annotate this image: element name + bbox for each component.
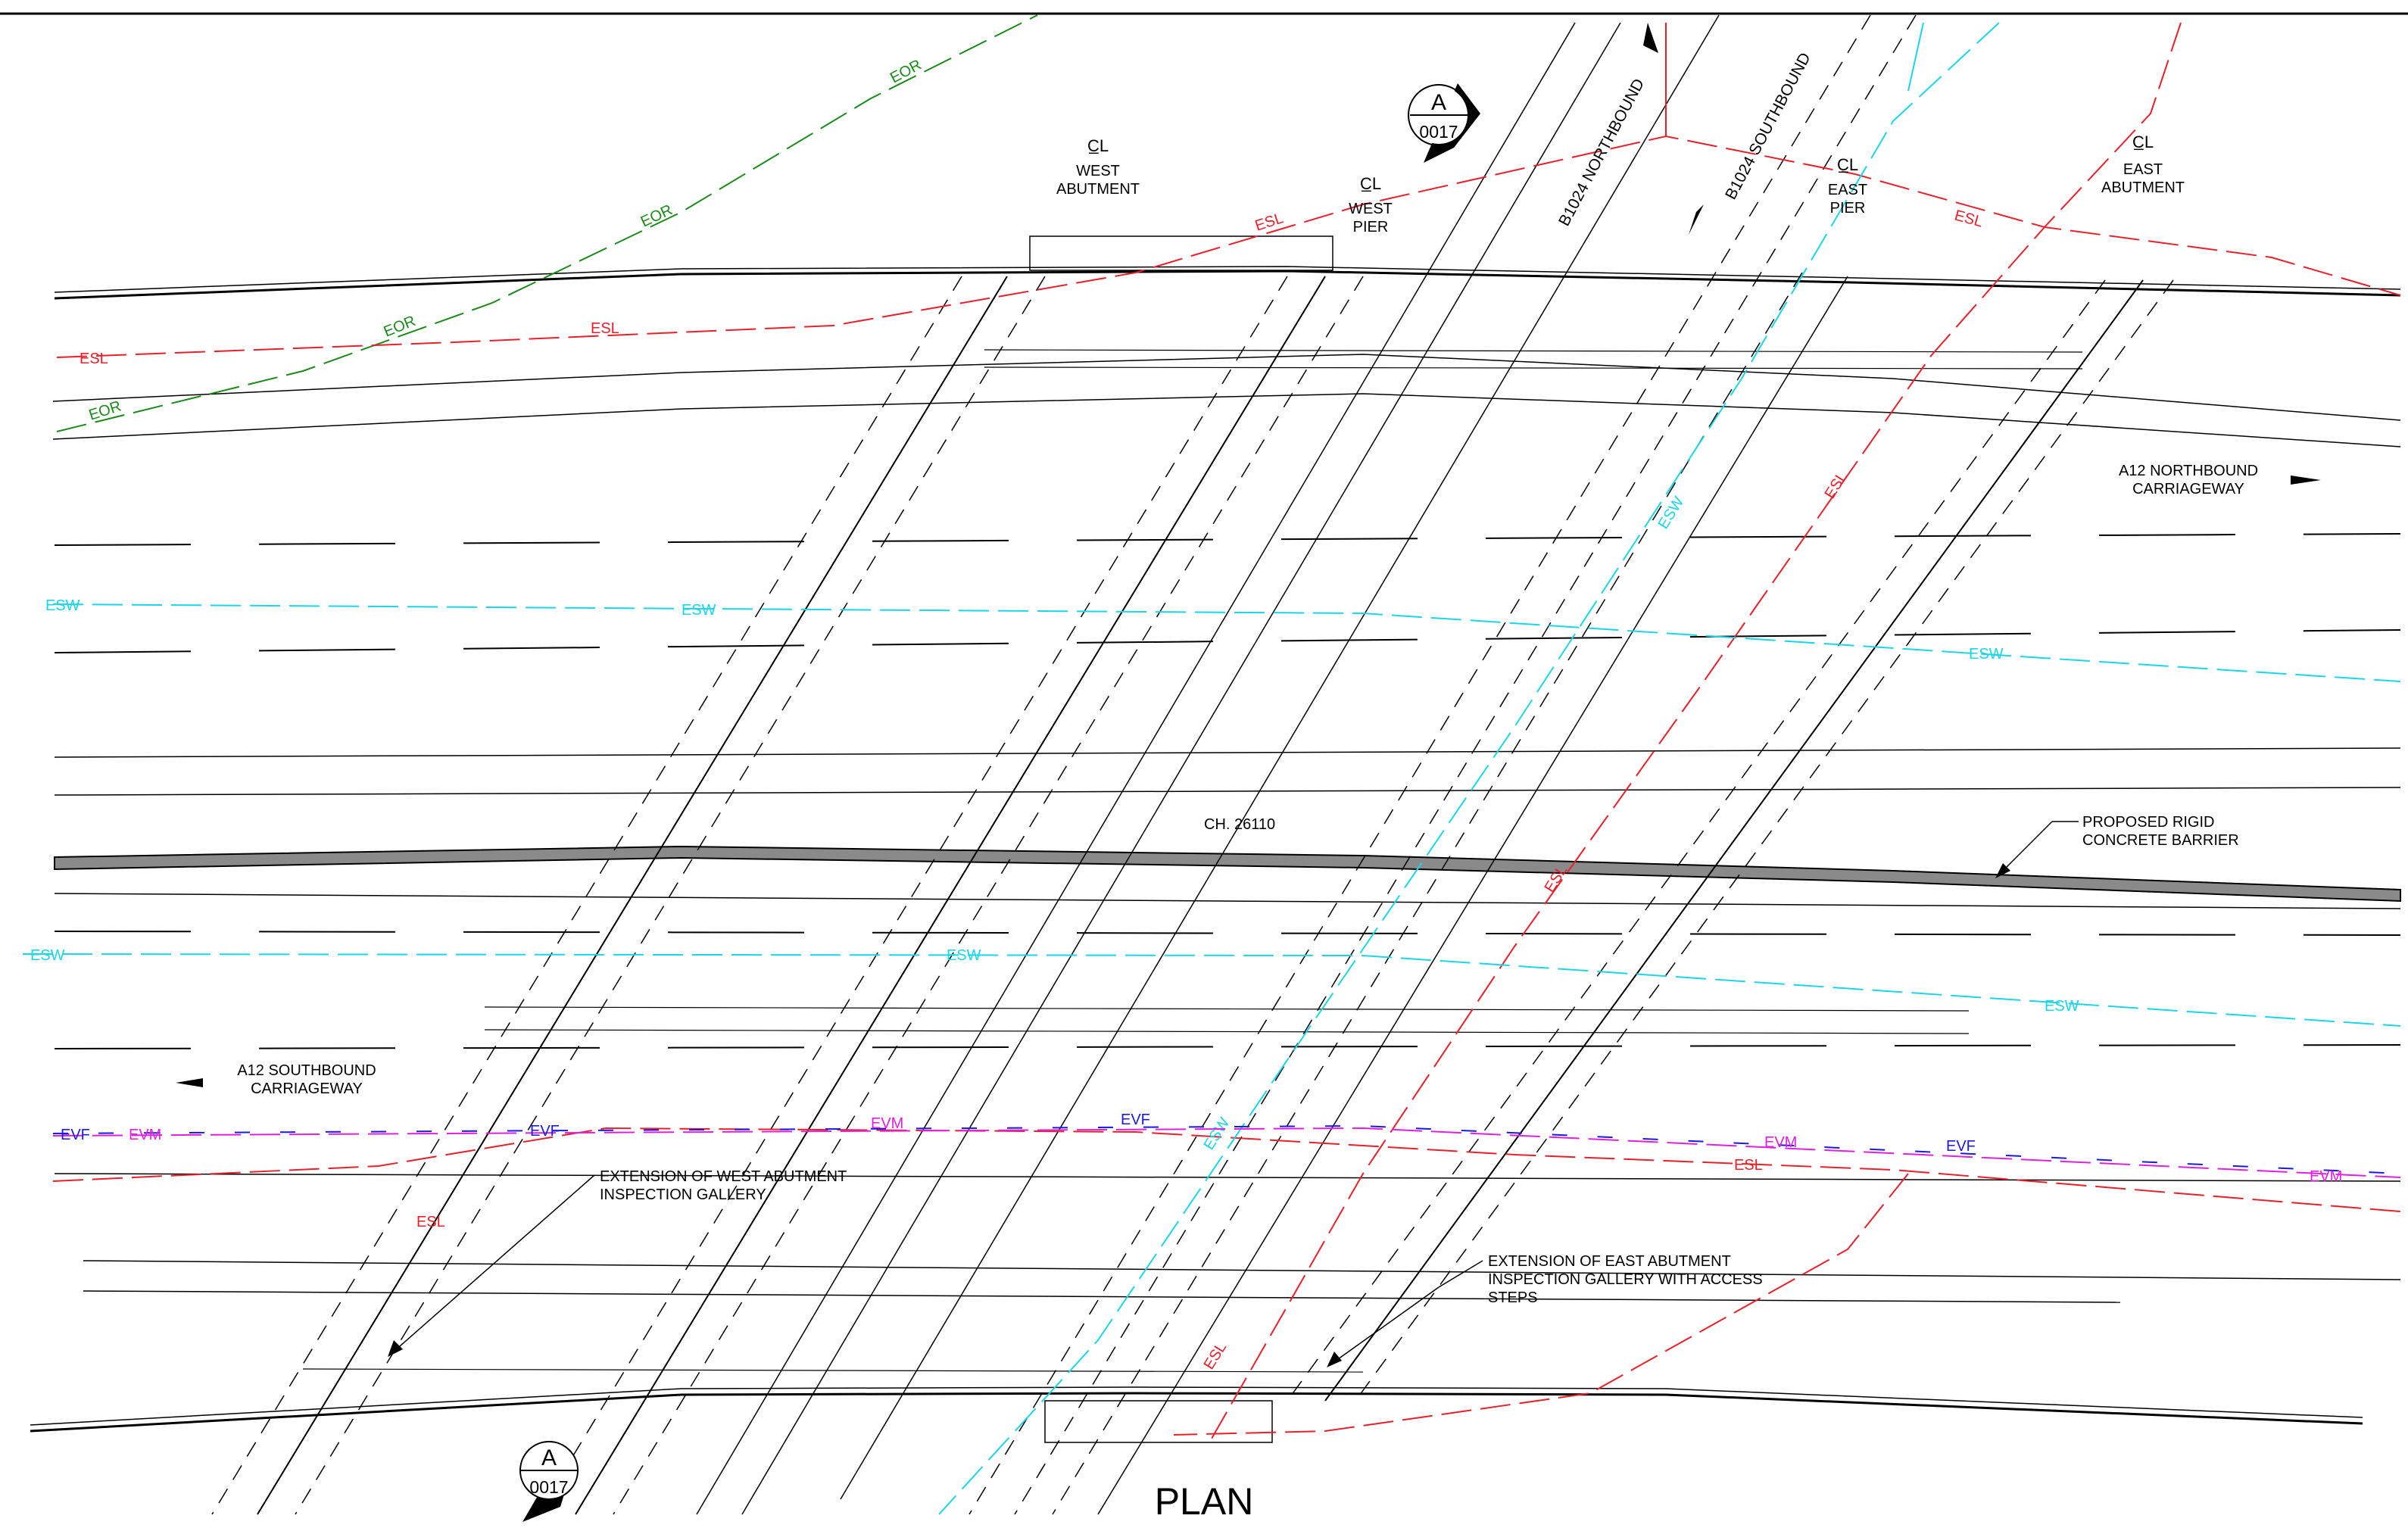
centreline-label: PIER	[1830, 200, 1866, 217]
section-marker-top: A 0017	[1408, 83, 1480, 163]
direction-arrow-icon	[2291, 476, 2321, 485]
evf-label: EVF	[1121, 1112, 1150, 1128]
section-marker-bottom: A 0017	[519, 1441, 579, 1522]
annotation-line: PROPOSED RIGID	[2082, 814, 2214, 831]
centreline-east-abutment: C̲L EAST ABUTMENT	[2101, 133, 2185, 196]
esl-label: ESL	[1253, 210, 1286, 235]
utility-esl-line: ESL ESL ESL ESL ESL ESL ESL ESL ESL	[52, 22, 2401, 1439]
esw-label: ESW	[1655, 494, 1688, 532]
annotation-line: CONCRETE BARRIER	[2082, 832, 2239, 849]
centreline-label: EAST	[2123, 161, 2163, 178]
barrier-annotation: PROPOSED RIGID CONCRETE BARRIER	[1995, 814, 2239, 878]
utility-esw-line: ESW ESW ESW ESW ESW ESW ESW ESW	[22, 22, 2401, 1515]
a12-southbound-label: A12 SOUTHBOUND CARRIAGEWAY	[176, 1062, 376, 1097]
eor-label: EOR	[638, 201, 675, 230]
esl-label: ESL	[1953, 207, 1985, 231]
southbound-arrow-icon	[1689, 204, 1704, 235]
a12-northbound-line: CARRIAGEWAY	[2132, 481, 2244, 497]
annotation-line: STEPS	[1488, 1289, 1538, 1306]
evm-label: EVM	[129, 1127, 161, 1143]
utility-evm-evf-lines: EVF EVF EVF EVF EVM EVM EVM EVM	[52, 1112, 2401, 1185]
evm-label: EVM	[1764, 1134, 1797, 1151]
centreline-symbol: C̲L	[2132, 133, 2154, 151]
evf-label: EVF	[1946, 1138, 1976, 1155]
centreline-symbol: C̲L	[1087, 136, 1109, 155]
esl-label: ESL	[416, 1214, 445, 1230]
esw-label: ESW	[682, 602, 716, 619]
a12-southbound-line: CARRIAGEWAY	[251, 1080, 363, 1097]
esw-label: ESW	[1969, 646, 2004, 663]
centreline-symbol: C̲L	[1837, 155, 1858, 174]
b1024-southbound-label: B1024 SOUTHBOUND	[1722, 50, 1814, 202]
centreline-label: WEST	[1076, 163, 1120, 179]
east-gallery-annotation: EXTENSION OF EAST ABUTMENT INSPECTION GA…	[1327, 1253, 1763, 1367]
centreline-label: ABUTMENT	[1056, 181, 1140, 198]
west-gallery-annotation: EXTENSION OF WEST ABUTMENT INSPECTION GA…	[388, 1168, 847, 1357]
proposed-barrier	[54, 845, 2401, 903]
centreline-label: ABUTMENT	[2101, 179, 2185, 196]
direction-arrow-icon	[176, 1078, 203, 1087]
centreline-west-abutment: C̲L WEST ABUTMENT	[1056, 136, 1140, 198]
annotation-line: EXTENSION OF EAST ABUTMENT	[1488, 1253, 1731, 1270]
esl-label: ESL	[80, 351, 108, 367]
section-number: 0017	[529, 1477, 568, 1497]
chainage-label: CH. 26110	[1204, 816, 1275, 833]
esl-label: ESL	[1734, 1157, 1763, 1174]
eor-label: EOR	[887, 57, 925, 87]
centreline-label: PIER	[1353, 219, 1389, 235]
a12-northbound-label: A12 NORTHBOUND CARRIAGEWAY	[2119, 463, 2321, 497]
evm-label: EVM	[871, 1115, 903, 1132]
bridge-skew-lines	[211, 14, 2174, 1515]
section-number: 0017	[1419, 122, 1458, 142]
annotation-line: EXTENSION OF WEST ABUTMENT	[600, 1168, 847, 1185]
carriageway-linework	[30, 266, 2401, 1433]
esl-label: ESL	[1201, 1339, 1231, 1373]
centreline-west-pier: C̲L WEST PIER	[1349, 174, 1393, 235]
leader-arrow-icon	[1995, 863, 2010, 878]
section-letter: A	[1431, 90, 1446, 115]
leader-arrow-icon	[1327, 1352, 1342, 1367]
plan-title: PLAN	[1155, 1480, 1254, 1523]
evf-label: EVF	[61, 1127, 90, 1143]
esw-label: ESW	[45, 597, 80, 614]
leader-arrow-icon	[388, 1340, 403, 1357]
esl-label: ESL	[1822, 469, 1851, 502]
esw-label: ESW	[30, 947, 65, 964]
annotation-line: INSPECTION GALLERY	[600, 1186, 766, 1203]
utility-eor-line: EOR EOR EOR EOR	[56, 14, 1038, 432]
esw-label: ESW	[947, 947, 981, 964]
centreline-label: EAST	[1828, 182, 1867, 198]
esw-label: ESW	[2045, 998, 2079, 1015]
a12-northbound-line: A12 NORTHBOUND	[2119, 463, 2258, 479]
evf-label: EVF	[530, 1123, 560, 1140]
centreline-east-pier: C̲L EAST PIER	[1828, 155, 1867, 217]
annotation-line: INSPECTION GALLERY WITH ACCESS	[1488, 1271, 1763, 1288]
evm-label: EVM	[2310, 1168, 2342, 1185]
centreline-label: WEST	[1349, 201, 1393, 217]
northbound-arrow-icon	[1643, 23, 1658, 53]
esl-label: ESL	[591, 320, 619, 337]
a12-southbound-line: A12 SOUTHBOUND	[237, 1062, 376, 1079]
centreline-symbol: C̲L	[1360, 174, 1381, 193]
b1024-northbound-label: B1024 NORTHBOUND	[1555, 76, 1648, 229]
section-letter: A	[541, 1445, 557, 1470]
